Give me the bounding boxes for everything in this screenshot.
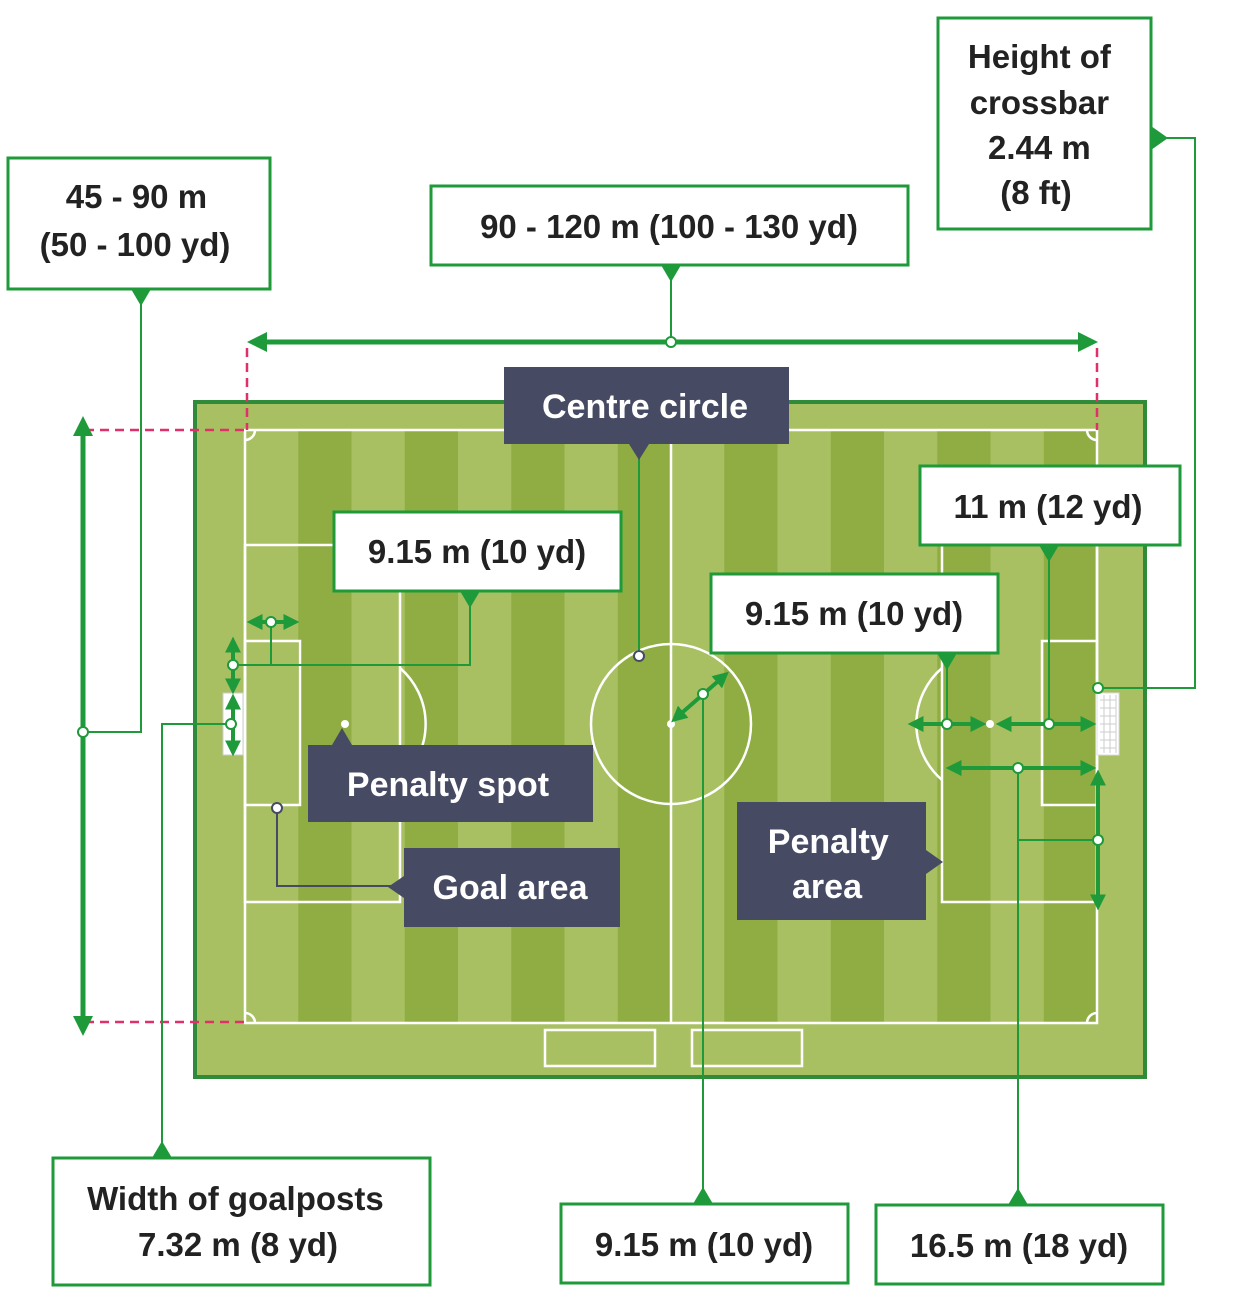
label-penalty-spot-distance: 11 m (12 yd) [918,464,1182,562]
label-penalty-area-depth: 16.5 m (18 yd) [874,1188,1165,1286]
right-penalty-spot [986,720,994,728]
label-length-range: 90 - 120 m (100 - 130 yd) [429,184,910,282]
goalposts-width-line-2: 7.32 m (8 yd) [138,1226,338,1263]
svg-text:Goal area: Goal area [433,869,589,907]
centre-circle-radius-line-1: 9.15 m (10 yd) [595,1226,813,1263]
corner-arc-bottom-right [1085,1011,1098,1024]
svg-text:Centre circle: Centre circle [542,388,748,426]
corner-arc-top-right [1085,429,1098,442]
svg-text:90 - 120 m (100 - 130 yd): 90 - 120 m (100 - 130 yd) [480,208,858,245]
svg-text:9.15 m (10 yd): 9.15 m (10 yd) [745,595,963,632]
penalty-area-text-line-1: Penalty [768,823,889,861]
centre-spot [667,720,675,728]
goalposts-width-line-1: Width of goalposts [87,1180,384,1217]
label-goalposts-width: Width of goalposts 7.32 m (8 yd) [51,1141,432,1287]
crossbar-line-1: Height of [968,38,1112,75]
svg-text:11 m (12 yd): 11 m (12 yd) [954,488,1143,525]
label-penalty-area: Penalty area [737,802,943,920]
feature-labels: Centre circle Penalty spot Goal area Pen… [308,367,943,927]
goal-area-depth-line-1: 9.15 m (10 yd) [368,533,586,570]
label-crossbar-height: Height of crossbar 2.44 m (8 ft) [936,16,1168,231]
grass-stripe [617,430,671,1023]
leader-lines [83,137,1196,1193]
svg-text:Height of crossbar: Height of crossbar 2.44 m (8 ft) [968,38,1120,211]
boundary-guides [85,348,1099,1024]
svg-text:9.15 m (10 yd): 9.15 m (10 yd) [595,1226,813,1263]
penalty-arc-radius-line-1: 9.15 m (10 yd) [745,595,963,632]
technical-area-left [543,1028,657,1068]
crossbar-line-3: 2.44 m [988,129,1091,166]
label-centre-circle: Centre circle [504,367,789,460]
svg-text:Penalty area: Penalty area [768,823,898,906]
corner-arc-bottom-left [244,1011,257,1024]
corner-arc-top-left [244,429,257,442]
svg-text:Penalty spot: Penalty spot [347,766,549,804]
centre-circle-line [589,642,753,806]
label-penalty-arc-radius: 9.15 m (10 yd) [709,572,1000,670]
svg-text:16.5 m (18 yd): 16.5 m (18 yd) [910,1227,1128,1264]
penalty-area-depth-line-1: 16.5 m (18 yd) [910,1227,1128,1264]
penalty-spot-distance-line-1: 11 m (12 yd) [954,488,1143,525]
svg-text:45 - 90 m (50 - 100 yd: 45 - 90 m (50 - 100 yd) [40,178,231,263]
goal-area-text: Goal area [433,869,589,907]
svg-text:Width of goalposts 7.3: Width of goalposts 7.32 m (8 yd) [87,1180,393,1263]
grass-stripe [830,430,884,1023]
goal-net [1096,692,1120,756]
crossbar-line-2: crossbar [970,84,1110,121]
penalty-spot-text: Penalty spot [347,766,549,804]
feature-pointer-lines [276,808,395,887]
label-goal-area: Goal area [388,848,620,927]
crossbar-line-4: (8 ft) [1000,174,1071,211]
label-penalty-spot: Penalty spot [308,728,593,822]
width-range-line-2: (50 - 100 yd) [40,226,231,263]
technical-area-right [690,1028,804,1068]
svg-text:9.15 m (10 yd): 9.15 m (10 yd) [368,533,586,570]
label-width-range: 45 - 90 m (50 - 100 yd) [6,156,272,306]
length-range-line-1: 90 - 120 m (100 - 130 yd) [480,208,858,245]
penalty-area-text-line-2: area [792,868,863,906]
left-penalty-spot [341,720,349,728]
label-centre-circle-radius: 9.15 m (10 yd) [559,1187,850,1285]
width-range-line-1: 45 - 90 m [66,178,207,215]
label-goal-area-depth: 9.15 m (10 yd) [332,510,623,608]
dimension-labels: 45 - 90 m (50 - 100 yd) 90 - 120 m (100 … [6,16,1182,1287]
feature-dots [271,650,645,814]
connector-dots [77,336,1104,846]
centre-circle-text: Centre circle [542,388,748,426]
